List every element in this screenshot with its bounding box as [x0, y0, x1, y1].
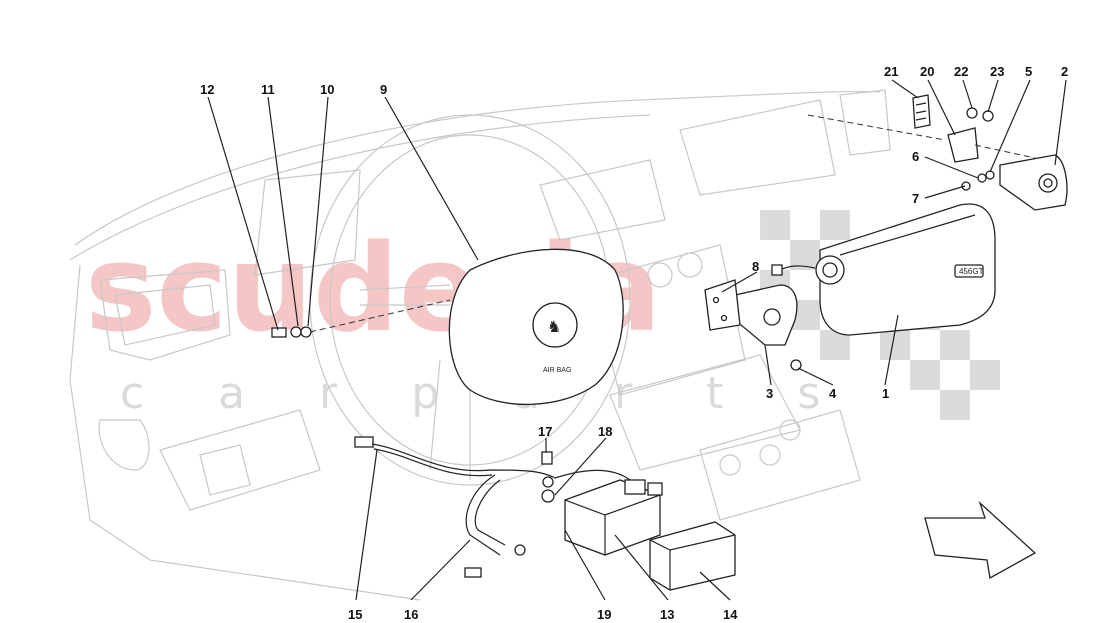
leader-lines	[207, 79, 1067, 601]
passenger-airbag-module: 456GT	[771, 203, 996, 336]
callout-14: 14	[723, 607, 738, 622]
callout-23: 23	[990, 64, 1004, 79]
callout-22: 22	[954, 64, 968, 79]
callout-10: 10	[320, 82, 334, 97]
airbag-control-unit	[564, 479, 663, 556]
callout-20: 20	[920, 64, 934, 79]
fasteners	[271, 107, 995, 503]
callout-17: 17	[538, 424, 552, 439]
clip-parts	[912, 94, 979, 163]
airbag-cover-label: AIR BAG	[543, 367, 571, 374]
callout-16: 16	[404, 607, 418, 622]
steering-airbag-cover: ♞ AIR BAG	[448, 248, 624, 406]
callout-7: 7	[912, 191, 919, 206]
callout-13: 13	[660, 607, 674, 622]
callout-21: 21	[884, 64, 898, 79]
side-bracket	[999, 154, 1068, 211]
callout-19: 19	[597, 607, 611, 622]
direction-arrow	[924, 500, 1037, 580]
callout-4: 4	[829, 386, 837, 401]
callout-2: 2	[1061, 64, 1068, 79]
assembly-lines	[309, 114, 1036, 333]
steering-wheel-outline	[309, 114, 631, 486]
callout-12: 12	[200, 82, 214, 97]
wiring-harness	[354, 436, 631, 578]
callout-8: 8	[752, 259, 759, 274]
callout-6: 6	[912, 149, 919, 164]
callout-15: 15	[348, 607, 362, 622]
callout-1: 1	[882, 386, 889, 401]
ferrari-horse-icon: ♞	[547, 317, 561, 336]
callout-3: 3	[766, 386, 773, 401]
callout-18: 18	[598, 424, 612, 439]
callout-11: 11	[261, 82, 275, 97]
callout-labels: 1 2 3 4 5 6 7 8 9 10 11 12 13 14 15 16 1…	[200, 64, 1068, 622]
airbag-bracket	[704, 279, 798, 346]
callout-5: 5	[1025, 64, 1032, 79]
callout-9: 9	[380, 82, 387, 97]
spare-part-box	[649, 521, 736, 591]
module-badge-label: 456GT	[959, 267, 984, 276]
